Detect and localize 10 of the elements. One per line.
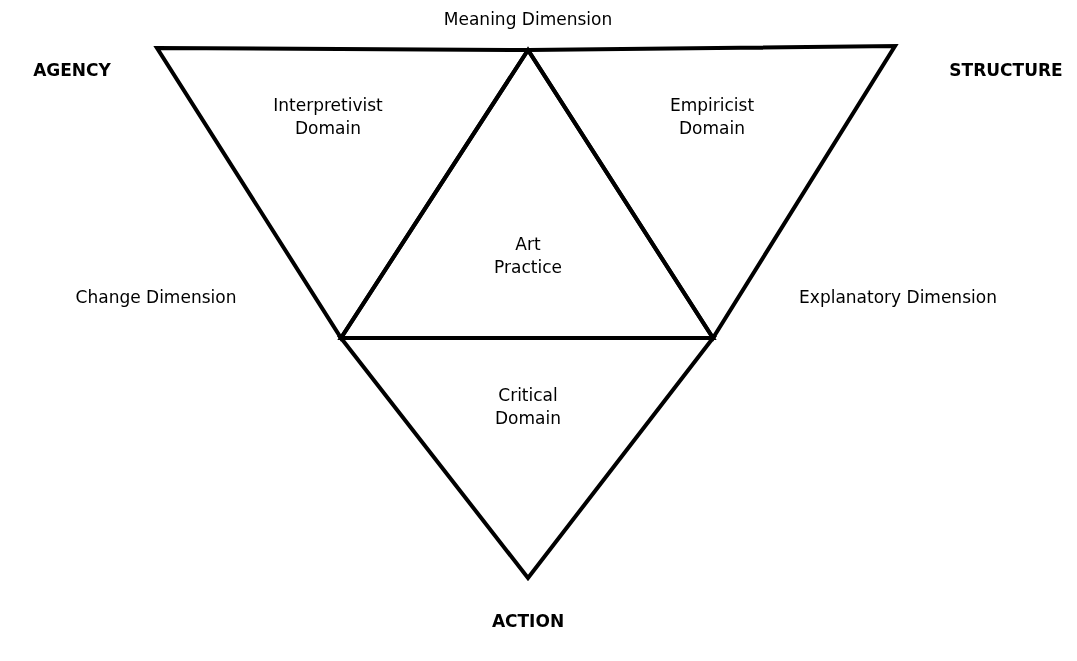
corner-label: AGENCY — [33, 60, 111, 80]
region-label: Interpretivist Domain — [272, 94, 384, 140]
axis-label: Meaning Dimension — [443, 9, 613, 29]
corner-label: ACTION — [491, 611, 565, 631]
axis-label: Explanatory Dimension — [799, 287, 997, 307]
corner-label: STRUCTURE — [949, 60, 1063, 80]
region-label: Empiricist Domain — [668, 94, 756, 140]
region-label: Critical Domain — [494, 384, 562, 430]
region-label: Art Practice — [493, 233, 563, 279]
axis-label: Change Dimension — [75, 287, 237, 307]
